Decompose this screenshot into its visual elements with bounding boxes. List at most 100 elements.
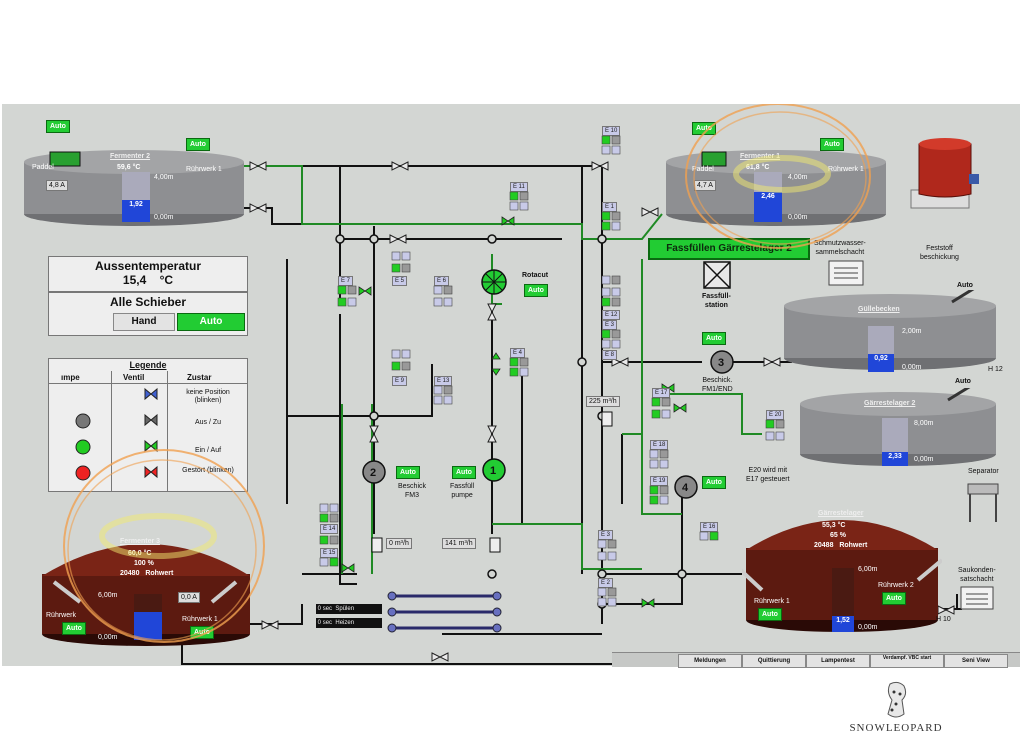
pump2-auto[interactable]: Auto — [396, 466, 420, 479]
legend-header-state: Zustar — [187, 373, 212, 382]
guellebecken-level: 0,92 — [868, 353, 894, 372]
valve-tag-e15[interactable]: E 15 — [320, 548, 339, 558]
legend-header-valve: Ventil — [123, 373, 145, 382]
gaerrestelager-level-gauge: 1,52 — [832, 568, 854, 632]
legend-pump-fault-icon — [75, 465, 91, 481]
valve-tag-e1[interactable]: E 1 — [602, 202, 618, 212]
guellebecken-tank — [784, 290, 996, 370]
tab-meldungen[interactable]: Meldungen — [678, 654, 742, 668]
fermenter1-level-gauge: 2,46 — [754, 172, 782, 222]
valve-tag-e10[interactable]: E 10 — [602, 126, 621, 136]
pump3-auto[interactable]: Auto — [702, 332, 726, 345]
legend-state-0: keine Position (blinken) — [186, 389, 230, 404]
legend-title: Legende — [129, 360, 167, 370]
fermenter2-temp: 59,6 °C — [117, 164, 141, 171]
scada-screen: 2 1 3 4 Fermenter 2 59,6 °C P — [2, 104, 1020, 668]
fermenter1-title: Fermenter 1 — [740, 153, 781, 160]
valve-tag-e13[interactable]: E 13 — [434, 376, 453, 386]
tab-seni-view[interactable]: Seni View — [944, 654, 1008, 668]
valve-tag-e11[interactable]: E 11 — [510, 182, 528, 192]
beschick-fm3-label: Beschick FM3 — [398, 483, 427, 499]
separator-icon — [967, 483, 999, 522]
gaerrestelager-pct: 65 % — [830, 532, 846, 539]
gaerrestelager-stirrer2-auto[interactable]: Auto — [882, 592, 906, 605]
flow-readout-3: 141 m³/h — [442, 538, 476, 549]
valve-state-blocks — [319, 135, 785, 607]
highlight-annotations — [63, 104, 871, 643]
hand-button[interactable]: Hand — [113, 313, 175, 331]
fermenter2-stirrer-auto[interactable]: Auto — [186, 138, 210, 151]
valve-tag-e5[interactable]: E 5 — [392, 276, 408, 286]
valve-tag-e20[interactable]: E 20 — [766, 410, 785, 420]
guellebecken-level-gauge: 0,92 — [868, 326, 894, 372]
valve-tag-e12[interactable]: E 12 — [602, 310, 621, 320]
pump1-auto[interactable]: Auto — [452, 466, 476, 479]
fassfuell-station-label: Fassfüll- station — [702, 293, 731, 309]
gaerrestelager2-title: Gärrestelager 2 — [864, 400, 916, 407]
valve-tag-e9[interactable]: E 9 — [392, 376, 408, 386]
valve-tag-e3b[interactable]: E 3 — [598, 530, 614, 540]
saukonden-icon — [960, 586, 994, 610]
fermenter3-pct: 100 % — [134, 560, 154, 567]
fermenter2-max: 4,00m — [154, 174, 174, 181]
auto-button[interactable]: Auto — [177, 313, 245, 331]
fermenter3-max: 6,00m — [98, 592, 118, 599]
rotacut-label: Rotacut — [522, 272, 549, 279]
schmutzwasser-icon — [828, 260, 864, 286]
fermenter1-level: 2,46 — [754, 192, 782, 222]
gaerrestelager2-stirrer-auto[interactable]: Auto — [955, 378, 971, 385]
process-diagram: 2 1 3 4 — [181, 161, 1002, 665]
gaerrestelager-level: 1,52 — [832, 616, 854, 632]
valve-tag-e18[interactable]: E 18 — [650, 440, 669, 450]
gaerrestelager-stirrer1-auto[interactable]: Auto — [758, 608, 782, 621]
fermenter3-rohwert: 20480 Rohwert — [120, 570, 174, 577]
valve-tag-e19[interactable]: E 19 — [650, 476, 669, 486]
all-valves-title: Alle Schieber — [109, 295, 187, 309]
gaerrestelager2-max: 8,00m — [914, 420, 934, 427]
feststoff-icon — [910, 138, 979, 209]
valve-tag-e14[interactable]: E 14 — [320, 524, 339, 534]
guellebecken-stirrer-auto[interactable]: Auto — [957, 282, 973, 289]
fermenter1-stirrer-label: Rührwerk 1 — [828, 166, 864, 173]
valve-tag-e3a[interactable]: E 3 — [602, 320, 618, 330]
tab-verdampf-start[interactable]: Verdampf. VBC start — [870, 654, 944, 668]
legend-valve-off-icon — [144, 413, 158, 427]
tab-quittierung[interactable]: Quittierung — [742, 654, 806, 668]
fermenter3-zero: 0,00m — [98, 634, 118, 641]
legend-pump-on-icon — [75, 439, 91, 455]
valve-tag-e16[interactable]: E 16 — [700, 522, 719, 532]
fermenter2-current: 4,8 A — [46, 180, 68, 191]
valve-tag-e17[interactable]: E 17 — [652, 388, 671, 398]
valve-tag-e7[interactable]: E 7 — [338, 276, 354, 286]
fermenter3-level — [134, 612, 162, 640]
fermenter2-level: 1,92 — [122, 199, 150, 222]
fermenter3-stirrer-left-auto[interactable]: Auto — [62, 622, 86, 635]
valve-tag-e8[interactable]: E 8 — [602, 350, 618, 360]
valve-tag-e4[interactable]: E 4 — [510, 348, 526, 358]
fermenter3-stirrer-right-label: Rührwerk 1 — [182, 616, 218, 623]
fermenter2-level-gauge: 1,92 — [122, 172, 150, 222]
valve-tag-e6[interactable]: E 6 — [434, 276, 450, 286]
svg-text:2: 2 — [370, 467, 376, 479]
heater-coils — [392, 594, 497, 630]
svg-text:4: 4 — [682, 482, 689, 494]
fermenter2-zero: 0,00m — [154, 214, 174, 221]
outside-temp-panel: Aussentemperatur 15,4 °C — [48, 256, 248, 292]
saukonden-label: Saukonden- satschacht — [958, 567, 996, 583]
fermenter1-stirrer-auto[interactable]: Auto — [820, 138, 844, 151]
gaerrestelager-temp: 55,3 °C — [822, 522, 846, 529]
pump4-auto[interactable]: Auto — [702, 476, 726, 489]
gaerrestelager2-zero: 0,00m — [914, 456, 934, 463]
legend-state-1: Aus / Zu — [194, 419, 222, 426]
fermenter3-stirrer-left-label: Rührwerk — [46, 612, 76, 619]
valve-tag-e2[interactable]: E 2 — [598, 578, 614, 588]
tab-lampentest[interactable]: Lampentest — [806, 654, 870, 668]
pumps: 2 1 3 4 — [362, 269, 734, 499]
beschick-fm1-label: Beschick. FM1/END — [702, 377, 733, 393]
rotacut-auto[interactable]: Auto — [524, 284, 548, 297]
gaerrestelager-stirrer1-label: Rührwerk 1 — [754, 598, 790, 605]
e20-note: E20 wird mit E17 gesteuert — [746, 467, 790, 483]
green-pipes — [240, 165, 762, 574]
fermenter2-title: Fermenter 2 — [110, 153, 151, 160]
fermenter2-paddle-auto[interactable]: Auto — [46, 120, 70, 133]
